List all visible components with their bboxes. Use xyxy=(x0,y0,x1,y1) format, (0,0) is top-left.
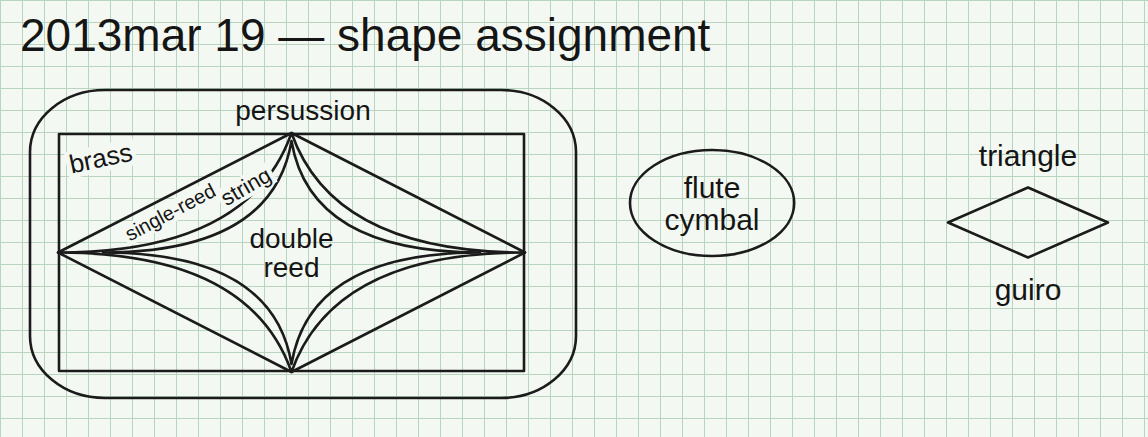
shape-label: triangle xyxy=(979,140,1077,172)
string-region: string double reed xyxy=(58,133,525,372)
ink-outline xyxy=(103,141,480,364)
ink-outline xyxy=(58,133,525,372)
shape-label: string xyxy=(214,162,277,212)
ink-outline xyxy=(59,134,524,371)
outer-region: persussionbrasssingle-reedstringdouble r… xyxy=(28,88,578,400)
shape-label: flute cymbal xyxy=(657,172,767,235)
page-title: 2013mar 19 — shape assignment xyxy=(20,8,710,62)
oval-shape: flute cymbal xyxy=(628,148,796,258)
shape-label: brass xyxy=(64,138,138,179)
double-reed-region: double reed xyxy=(58,133,525,372)
diamond-shape: triangle guiro xyxy=(940,140,1116,305)
ink-outline xyxy=(58,133,525,372)
ink-outline xyxy=(30,90,576,398)
single-reed-region: single-reedstringdouble reed xyxy=(58,133,525,372)
shape-label: guiro xyxy=(995,274,1062,306)
ink-outline xyxy=(630,150,794,256)
shape-label: double reed xyxy=(237,223,347,282)
brass-region: brasssingle-reedstringdouble reed xyxy=(58,133,525,372)
shape-label: persussion xyxy=(235,96,370,125)
ink-outline xyxy=(948,188,1108,258)
